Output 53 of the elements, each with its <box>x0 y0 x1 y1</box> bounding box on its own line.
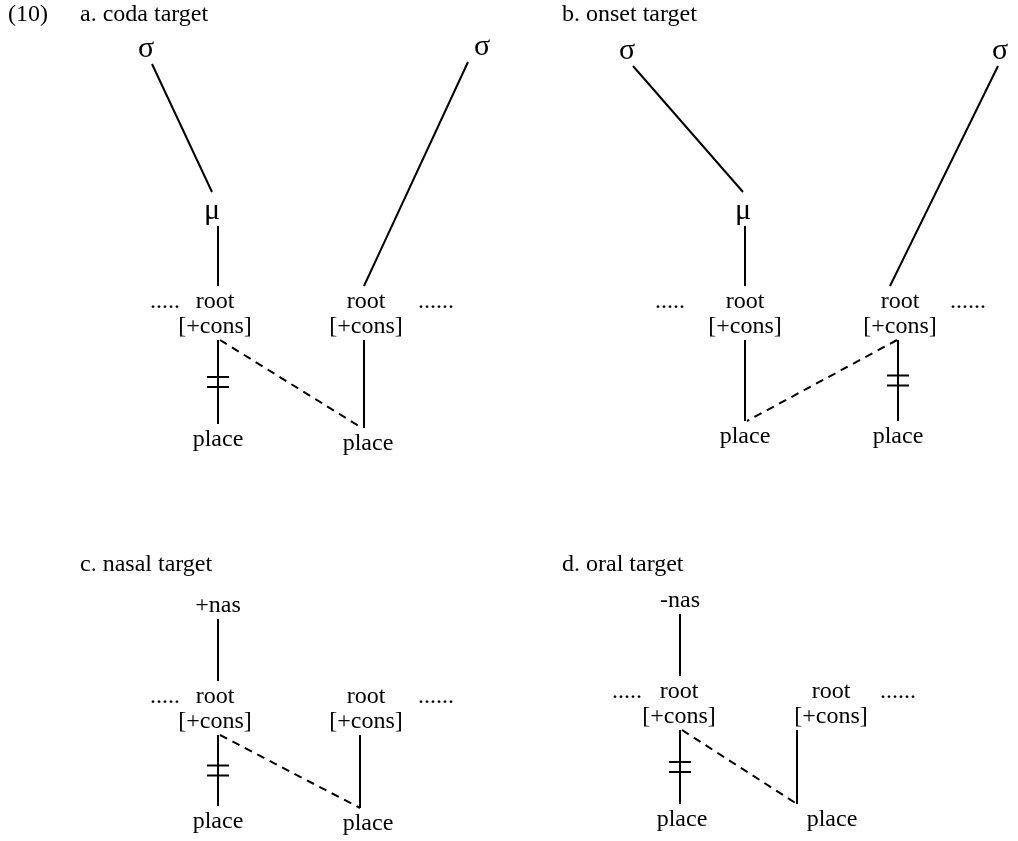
association-line <box>744 339 746 422</box>
tier-node-label: -nas <box>657 585 703 614</box>
text-label: ...... <box>950 287 986 313</box>
association-line <box>744 225 746 287</box>
tier-node-label: σ <box>134 30 158 64</box>
association-line <box>363 339 365 429</box>
tier-node-label: place <box>653 804 711 833</box>
tier-node-label: μ <box>200 192 224 226</box>
text-label: ...... <box>418 287 454 313</box>
text-label: ...... <box>418 682 454 708</box>
tier-node-label: place <box>189 424 247 453</box>
text-label: ..... <box>150 287 180 313</box>
text-label: ..... <box>655 287 685 313</box>
tier-node-label: σ <box>470 28 494 62</box>
tier-node-label: +nas <box>192 590 244 619</box>
association-line <box>359 734 361 809</box>
example-number: (10) <box>8 0 48 26</box>
delinked-association-line <box>206 339 230 425</box>
tier-node-label: root [+cons] <box>705 286 785 340</box>
text-label: ...... <box>880 677 916 703</box>
tier-node-label: place <box>803 804 861 833</box>
text-label: a. coda target <box>80 0 209 26</box>
tier-node-label: root [+cons] <box>326 681 406 735</box>
tier-node-label: root [+cons] <box>860 286 940 340</box>
association-line <box>217 225 219 287</box>
text-label: ..... <box>612 677 642 703</box>
delinked-association-line <box>886 339 910 422</box>
dashed-association-line <box>219 734 361 809</box>
text-label: ..... <box>150 682 180 708</box>
association-line <box>796 729 798 805</box>
delinked-association-line <box>668 729 692 805</box>
association-line <box>217 618 219 682</box>
tier-node-label: σ <box>615 32 639 66</box>
dashed-association-line <box>681 729 798 805</box>
association-line <box>889 65 999 287</box>
dashed-association-line <box>746 339 898 422</box>
association-line <box>151 63 213 193</box>
text-label: d. oral target <box>562 550 684 576</box>
tier-node-label: place <box>339 428 397 457</box>
tier-node-label: μ <box>731 192 755 226</box>
tier-node-label: place <box>339 808 397 837</box>
text-label: b. onset target <box>562 0 697 26</box>
tier-node-label: place <box>716 421 774 450</box>
tier-node-label: root [+cons] <box>791 676 871 730</box>
association-line <box>363 61 469 287</box>
association-line <box>679 613 681 677</box>
tier-node-label: place <box>869 421 927 450</box>
delinked-association-line <box>206 734 230 807</box>
association-line <box>632 65 744 193</box>
tier-node-label: root [+cons] <box>326 286 406 340</box>
tier-node-label: σ <box>988 32 1012 66</box>
tier-node-label: place <box>189 806 247 835</box>
text-label: c. nasal target <box>80 550 213 576</box>
